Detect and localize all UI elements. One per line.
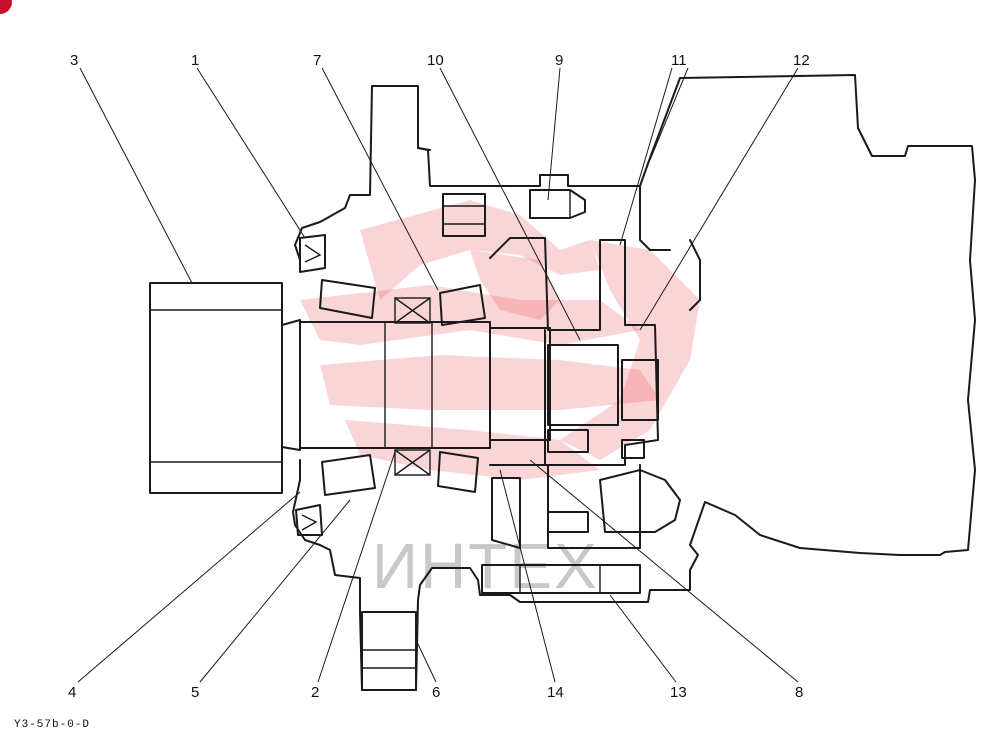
planetary-gear-set <box>481 237 681 594</box>
upper-roller-bearing <box>319 279 486 326</box>
leader-lines <box>77 67 799 683</box>
corner-marker <box>0 0 12 14</box>
callout-3: 3 <box>70 52 78 69</box>
lower-roller-bearing <box>321 449 479 496</box>
callout-11: 11 <box>671 52 687 69</box>
callout-5: 5 <box>191 684 199 701</box>
callout-6: 6 <box>432 684 440 701</box>
callout-9: 9 <box>555 52 563 69</box>
callout-4: 4 <box>68 684 76 701</box>
callout-2: 2 <box>311 684 319 701</box>
callout-12: 12 <box>793 52 810 69</box>
mounting-flange <box>361 611 417 691</box>
callout-1: 1 <box>191 52 199 69</box>
oil-seals <box>295 234 326 536</box>
callout-10: 10 <box>427 52 444 69</box>
bolt <box>529 189 586 219</box>
callout-labels: 3 1 7 10 9 11 12 4 5 2 6 14 13 8 <box>68 52 810 701</box>
drawing-code: Y3-57b-0-D <box>14 719 90 731</box>
callout-14: 14 <box>547 684 564 701</box>
callout-8: 8 <box>795 684 803 701</box>
drain-plug <box>442 193 486 237</box>
watermark-logo <box>300 200 700 480</box>
callout-13: 13 <box>670 684 687 701</box>
callout-7: 7 <box>313 52 321 69</box>
